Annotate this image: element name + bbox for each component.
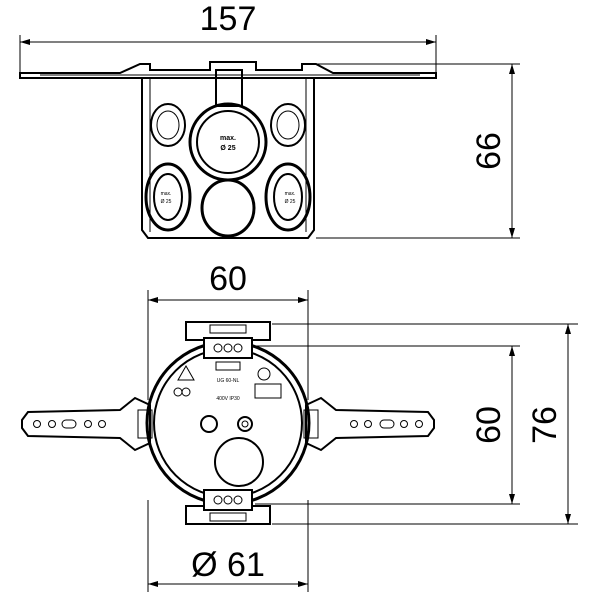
knockout-lower-left: max. Ø 25 xyxy=(144,162,192,232)
arrow-down xyxy=(509,228,515,238)
center-max-label: max. xyxy=(220,135,236,142)
obo-logo xyxy=(215,361,241,371)
dim-61-label: Ø 61 xyxy=(191,546,265,584)
arrow-right xyxy=(426,39,436,45)
knockout-lower-right: max. Ø 25 xyxy=(264,162,312,232)
lower-right-max-label: max. xyxy=(285,191,296,197)
box-body xyxy=(141,78,315,239)
arrow-60v-up xyxy=(509,346,515,356)
top-tab-slot xyxy=(209,324,247,334)
top-clip xyxy=(203,337,253,359)
top-view: 60 xyxy=(21,260,578,592)
center-rib xyxy=(215,69,243,107)
lower-left-diameter-label: Ø 25 xyxy=(161,199,172,205)
arrow-61-left xyxy=(148,581,158,587)
knockout-upper-left xyxy=(150,103,186,147)
lower-left-max-label: max. xyxy=(161,191,172,197)
lower-right-diameter-label: Ø 25 xyxy=(285,199,296,205)
bottom-tab-slot xyxy=(209,512,247,522)
dim-157-label: 157 xyxy=(200,0,257,38)
knockout-upper-right xyxy=(270,103,306,147)
dim-60-label: 60 xyxy=(209,260,247,298)
arrow-76-down xyxy=(565,514,571,524)
arrow-60-left xyxy=(148,297,158,303)
side-view: 157 max. Ø 25 max. Ø 2 xyxy=(19,0,520,239)
dim-60-vertical-label: 60 xyxy=(470,406,508,444)
arrow-61-right xyxy=(298,581,308,587)
center-diameter-label: Ø 25 xyxy=(220,145,235,152)
vde-mark-icon xyxy=(257,367,271,381)
arrow-left xyxy=(20,39,30,45)
large-opening xyxy=(214,437,264,487)
knockout-bottom-center xyxy=(200,178,256,238)
box-outer-circle xyxy=(145,340,311,506)
arrow-up xyxy=(509,64,515,74)
warning-icon xyxy=(177,364,195,381)
arrow-60-right xyxy=(298,297,308,303)
info-block xyxy=(254,383,282,399)
dim-66-label: 66 xyxy=(470,132,508,170)
screw-hole xyxy=(237,416,253,432)
arrow-76-up xyxy=(565,324,571,334)
model-label: UG 60-NL xyxy=(217,378,240,384)
rating-label: 400V IP30 xyxy=(216,396,240,402)
bottom-clip xyxy=(203,489,253,511)
dim-76-label: 76 xyxy=(526,406,564,444)
ce-mark-icon xyxy=(173,387,191,397)
right-arm xyxy=(303,396,435,452)
small-opening xyxy=(200,415,218,433)
arrow-60v-down xyxy=(509,494,515,504)
screw-hole-inner xyxy=(241,420,249,428)
box-inner-circle xyxy=(153,348,303,498)
mounting-flange xyxy=(19,61,437,79)
knockout-center: max. Ø 25 xyxy=(188,102,268,182)
left-arm xyxy=(21,396,153,452)
